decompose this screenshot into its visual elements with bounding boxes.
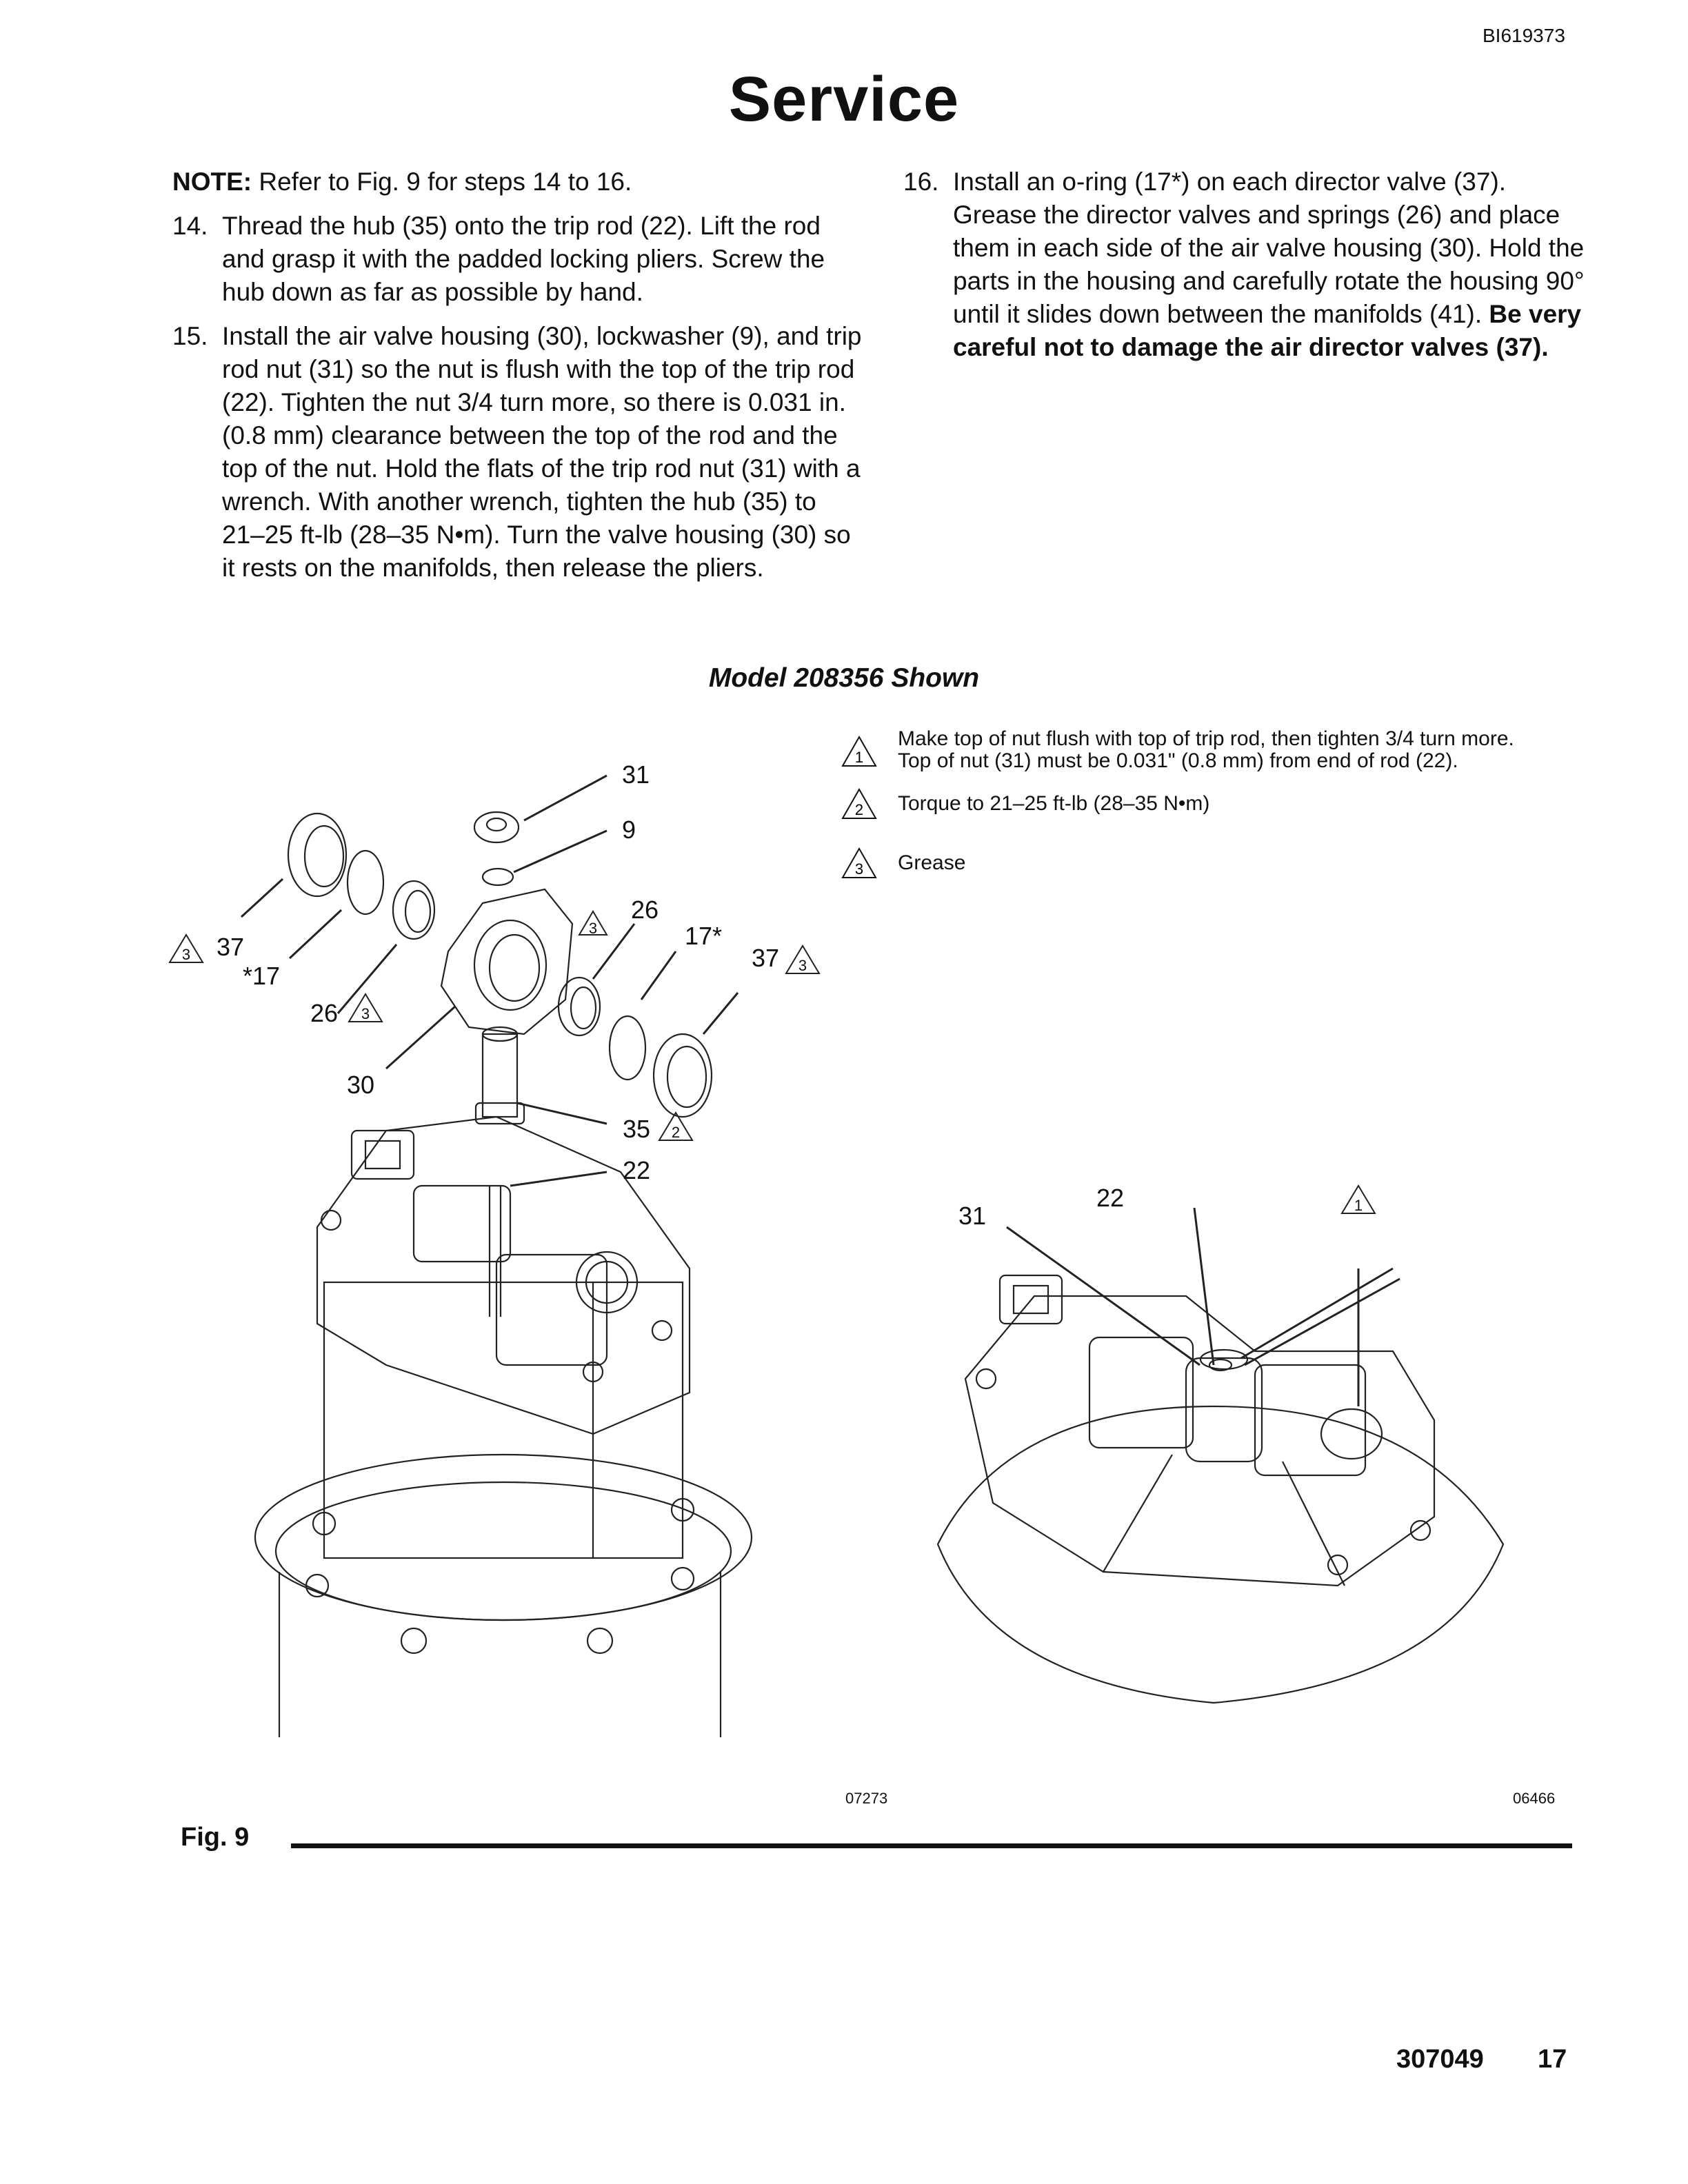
callout-17-star-left: *17 [243,962,280,990]
hub-part [474,1026,525,1125]
figure-divider [291,1843,1572,1848]
spring-left-inner [404,889,432,933]
trip-rod-nut-hole [485,817,508,832]
step-16: 16. Install an o-ring (17*) on each dire… [903,165,1586,364]
mark-2: 2 [672,1124,680,1141]
lockwasher [481,867,514,887]
callout-30: 30 [347,1071,374,1099]
mark-3: 3 [361,1005,370,1022]
director-valve-left [287,812,348,898]
legend-text: Make top of nut flush with top of trip r… [898,727,1514,750]
step-text: Install an o-ring (17*) on each director… [953,168,1585,328]
mark-3: 3 [589,920,597,937]
drawing-code-left: 07273 [845,1790,888,1807]
director-valve-right-inner [666,1045,707,1109]
detail-labels: 22 31 [958,1184,1124,1230]
left-column: NOTE: Refer to Fig. 9 for steps 14 to 16… [172,165,862,596]
note-paragraph: NOTE: Refer to Fig. 9 for steps 14 to 16… [172,165,862,199]
legend-text: Grease [898,851,966,874]
trip-rod-nut [473,811,520,844]
figure-label: Fig. 9 [181,1823,250,1852]
step-number: 16. [903,168,939,196]
note-text: Refer to Fig. 9 for steps 14 to 16. [252,168,632,196]
detail-triangle-mark [1340,1184,1376,1214]
mark-3: 3 [798,957,807,974]
callout-37-left: 37 [217,933,244,961]
director-valve-right [652,1033,713,1118]
callout-37-right: 37 [752,944,779,972]
triangle-marks [168,910,821,1141]
step-text: Thread the hub (35) onto the trip rod (2… [222,212,825,306]
o-ring-right [608,1015,647,1081]
footer-document-number: 307049 [1396,2045,1484,2074]
right-column: 16. Install an o-ring (17*) on each dire… [903,165,1586,375]
assembled-detail-drawing: 22 31 1 [936,1184,1505,1704]
spring-left [392,880,436,940]
director-valve-left-inner [303,825,345,888]
document-id: BI619373 [1483,25,1565,46]
step-15: 15. Install the air valve housing (30), … [172,320,862,585]
step-text: Install the air valve housing (30), lock… [222,322,862,582]
drawing-code-right: 06466 [1513,1790,1556,1807]
callout-labels: 31 9 26 17* 37 37 *17 26 30 35 22 [217,760,779,1184]
page-title: Service [728,64,960,134]
callout-35: 35 [623,1115,650,1143]
air-valve-housing [440,888,574,1035]
detail-callout-31: 31 [958,1202,986,1230]
step-14: 14. Thread the hub (35) onto the trip ro… [172,210,862,309]
figure-caption: Model 208356 Shown [708,663,980,693]
mark-number: 1 [855,749,863,766]
mark-3: 3 [182,946,190,963]
detail-base [936,1274,1505,1704]
motor-base [254,1281,753,1737]
spring-right-inner [570,986,597,1030]
warning-triangle-icon: 1 [841,735,877,767]
warning-triangle-icon: 2 [841,787,877,819]
o-ring-left [346,849,385,916]
mark-number: 2 [855,801,863,818]
step-warning: Be very careful not to damage the air di… [953,300,1582,361]
leader-lines [240,774,739,1187]
legend-text: Top of nut (31) must be 0.031" (0.8 mm) … [898,749,1458,772]
exploded-view-drawing: 31 9 26 17* 37 37 *17 26 30 35 22 3 3 3 … [168,760,821,1737]
step-number: 14. [172,212,208,240]
mark-1: 1 [1354,1197,1363,1214]
detail-leaders [1006,1207,1400,1406]
callout-26: 26 [631,896,659,924]
triangle-mark-numbers: 3 3 3 3 2 [182,920,807,1141]
callout-31: 31 [622,760,650,789]
callout-17-star: 17* [685,922,722,950]
mark-number: 3 [855,860,863,878]
detail-callout-22: 22 [1096,1184,1124,1212]
callout-22: 22 [623,1156,650,1184]
spring-right [557,976,601,1037]
step-number: 15. [172,322,208,350]
note-label: NOTE: [172,168,252,196]
detail-mark-number: 1 [1354,1197,1363,1214]
callout-9: 9 [622,816,636,844]
warning-triangle-icon: 3 [841,847,877,878]
callout-26-left: 26 [310,999,338,1027]
manifold-block [316,1115,691,1435]
legend-text: Torque to 21–25 ft-lb (28–35 N•m) [898,792,1210,815]
footer-page-number: 17 [1538,2045,1567,2074]
